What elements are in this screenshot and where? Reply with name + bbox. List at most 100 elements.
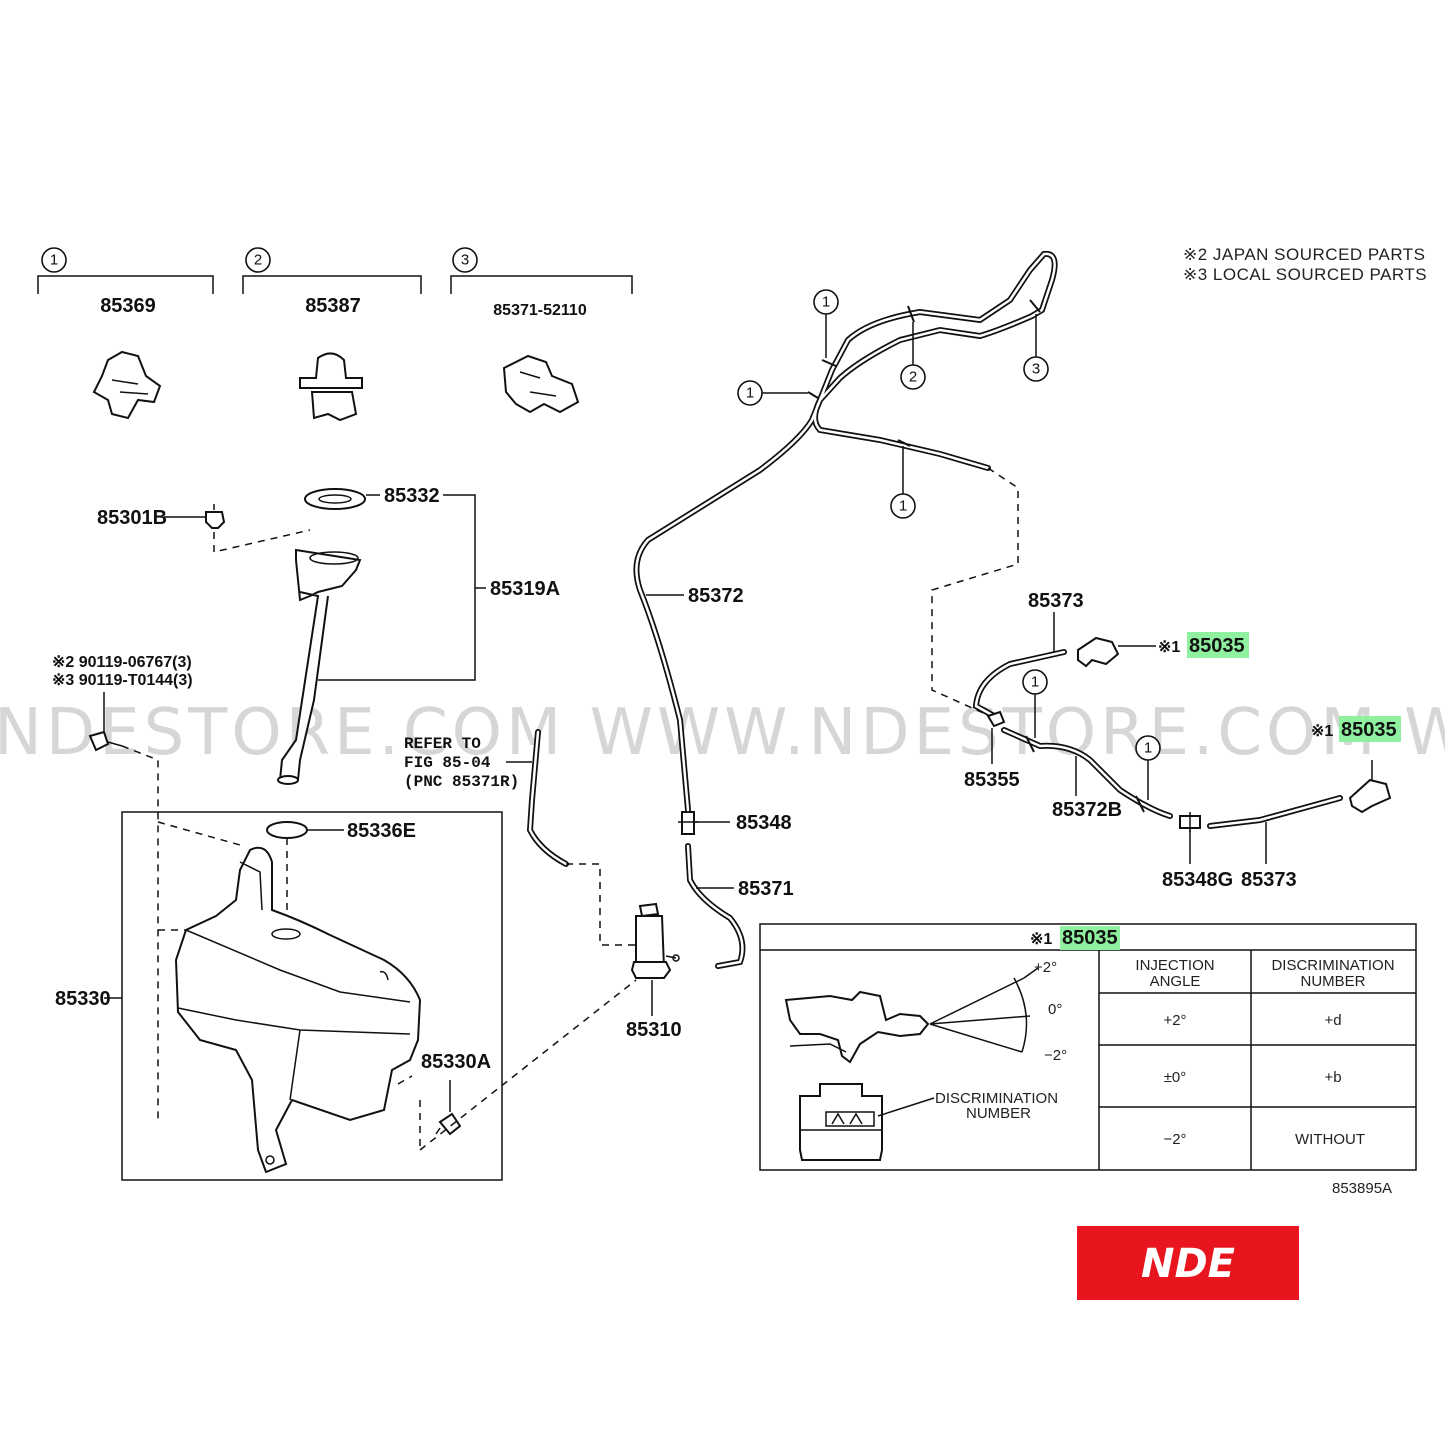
- clip-ref-3-part: 85371-52110: [493, 302, 587, 319]
- pump-85310-icon: [630, 902, 680, 980]
- row-3-number: WITHOUT: [1295, 1131, 1365, 1148]
- clip-ref-2-part: 85387: [305, 295, 361, 317]
- col-injection-angle-1: INJECTION: [1135, 957, 1214, 974]
- label-85373-top: 85373: [1028, 590, 1084, 612]
- row-3-angle: −2°: [1163, 1131, 1186, 1148]
- callout-1-d: 1: [1022, 669, 1048, 738]
- figure-code: 853895A: [1332, 1180, 1392, 1197]
- nozzle-bottom-icon: [1348, 778, 1392, 814]
- angle-mark-up: +2°: [1034, 959, 1057, 976]
- label-85319A: 85319A: [490, 578, 560, 600]
- tank-assembly-box: [121, 811, 503, 1181]
- nozzle-table: ※1 85035 INJECTION ANGLE DISCRIMINATION …: [759, 923, 1417, 1171]
- label-bolt-local: ※3 90119-T0144(3): [52, 672, 193, 689]
- row-1-number: +d: [1324, 1012, 1341, 1029]
- filler-neck-85319A-icon: [277, 548, 362, 785]
- label-85348: 85348: [736, 812, 792, 834]
- clip-ref-3-number: 3: [461, 252, 469, 269]
- angle-mark-down: −2°: [1044, 1047, 1067, 1064]
- label-85355: 85355: [964, 769, 1020, 791]
- clip-85301B-icon: [205, 504, 226, 529]
- row-2-angle: ±0°: [1164, 1069, 1187, 1086]
- note-japan-sourced: ※2 JAPAN SOURCED PARTS: [1183, 245, 1426, 264]
- nozzle-bottom-part[interactable]: 85035: [1341, 719, 1397, 741]
- hose-85373-top-icon: [972, 649, 1067, 719]
- gasket-85332-icon: [304, 488, 366, 510]
- discrimination-marking-icon: [799, 1083, 883, 1161]
- hose-85373-bottom-icon: [1207, 795, 1343, 829]
- label-refer-pnc: (PNC 85371R): [404, 773, 519, 791]
- label-85372: 85372: [688, 585, 744, 607]
- clip-ref-1[interactable]: 1 85369: [37, 247, 214, 420]
- nozzle-angle-sketch-icon: [784, 967, 1039, 1064]
- label-85348G: 85348G: [1162, 869, 1233, 891]
- connector-85355-icon: [986, 710, 1006, 728]
- label-85301B: 85301B: [97, 507, 167, 529]
- callout-1-e-text: 1: [1144, 740, 1152, 757]
- callout-2-text: 2: [909, 369, 917, 386]
- nozzle-top-part[interactable]: 85035: [1189, 635, 1245, 657]
- clip-ref-1-number: 1: [50, 252, 58, 269]
- callout-1-e: 1: [1135, 735, 1161, 800]
- col-injection-angle-2: ANGLE: [1150, 973, 1201, 990]
- callout-1-c: 1: [890, 446, 916, 519]
- label-85371: 85371: [738, 878, 794, 900]
- discrimination-label-2: NUMBER: [966, 1105, 1031, 1122]
- clip-85369-icon: [92, 350, 162, 420]
- table-part-highlight: [1060, 926, 1120, 950]
- note-local-sourced: ※3 LOCAL SOURCED PARTS: [1183, 265, 1427, 284]
- discrimination-label-1: DISCRIMINATION: [935, 1090, 1058, 1107]
- col-discrimination-1: DISCRIMINATION: [1271, 957, 1394, 974]
- cap-85336E-icon: [266, 821, 308, 839]
- clip-85387-icon: [299, 352, 363, 422]
- callout-3-text: 3: [1032, 361, 1040, 378]
- row-2-number: +b: [1324, 1069, 1341, 1086]
- callout-1-d-text: 1: [1031, 674, 1039, 691]
- hose-refer-icon: [526, 729, 569, 867]
- nde-logo[interactable]: NDE: [1077, 1226, 1299, 1300]
- label-85330A: 85330A: [421, 1051, 491, 1073]
- callout-3: 3: [1023, 314, 1049, 382]
- table-prefix: ※1: [1030, 931, 1052, 948]
- row-1-angle: +2°: [1163, 1012, 1186, 1029]
- clip-ref-2[interactable]: 2 85387: [242, 247, 422, 422]
- nozzle-top-prefix: ※1: [1158, 639, 1180, 656]
- callout-2: 2: [900, 322, 926, 390]
- callout-1-c-text: 1: [899, 498, 907, 515]
- label-85336E: 85336E: [347, 820, 416, 842]
- hose-85372-icon: [633, 250, 1058, 813]
- label-85373-bottom: 85373: [1241, 869, 1297, 891]
- label-85372B: 85372B: [1052, 799, 1122, 821]
- table-part[interactable]: 85035: [1062, 927, 1118, 949]
- label-85332: 85332: [384, 485, 440, 507]
- washer-tank-85330-icon: [174, 846, 422, 1174]
- nozzle-top-icon: [1077, 636, 1120, 668]
- label-refer-fig: FIG 85-04: [404, 754, 491, 772]
- nozzle-top-highlight: [1187, 632, 1249, 658]
- clip-ref-2-number: 2: [254, 252, 262, 269]
- clip-85371-icon: [502, 354, 580, 414]
- clip-ref-3[interactable]: 3 85371-52110: [450, 247, 633, 414]
- joint-85348-icon: [678, 811, 698, 835]
- label-bolt-japan: ※2 90119-06767(3): [52, 654, 192, 671]
- label-85330: 85330: [55, 988, 111, 1010]
- hose-85371-icon: [685, 843, 746, 969]
- angle-mark-mid: 0°: [1048, 1001, 1062, 1018]
- nozzle-bottom-prefix: ※1: [1311, 723, 1333, 740]
- label-refer-to: REFER TO: [404, 735, 481, 753]
- bolt-icon: [88, 730, 123, 752]
- callout-1-b: 1: [737, 380, 808, 406]
- hose-85372B-icon: [1001, 727, 1173, 819]
- label-85310: 85310: [626, 1019, 682, 1041]
- grommet-85330A-icon: [435, 1112, 462, 1136]
- clip-ref-1-part: 85369: [100, 295, 156, 317]
- col-discrimination-2: NUMBER: [1300, 973, 1365, 990]
- watermark: NDESTORE.COM WWW.NDESTORE.COM WWW.NDESTO…: [0, 696, 1445, 770]
- nozzle-bottom-highlight: [1339, 716, 1401, 742]
- callout-1-b-text: 1: [746, 385, 754, 402]
- callout-1-a: 1: [813, 289, 839, 358]
- nde-logo-text: NDE: [1141, 1241, 1235, 1287]
- joint-85348G-icon: [1179, 812, 1201, 832]
- callout-1-a-text: 1: [822, 294, 830, 311]
